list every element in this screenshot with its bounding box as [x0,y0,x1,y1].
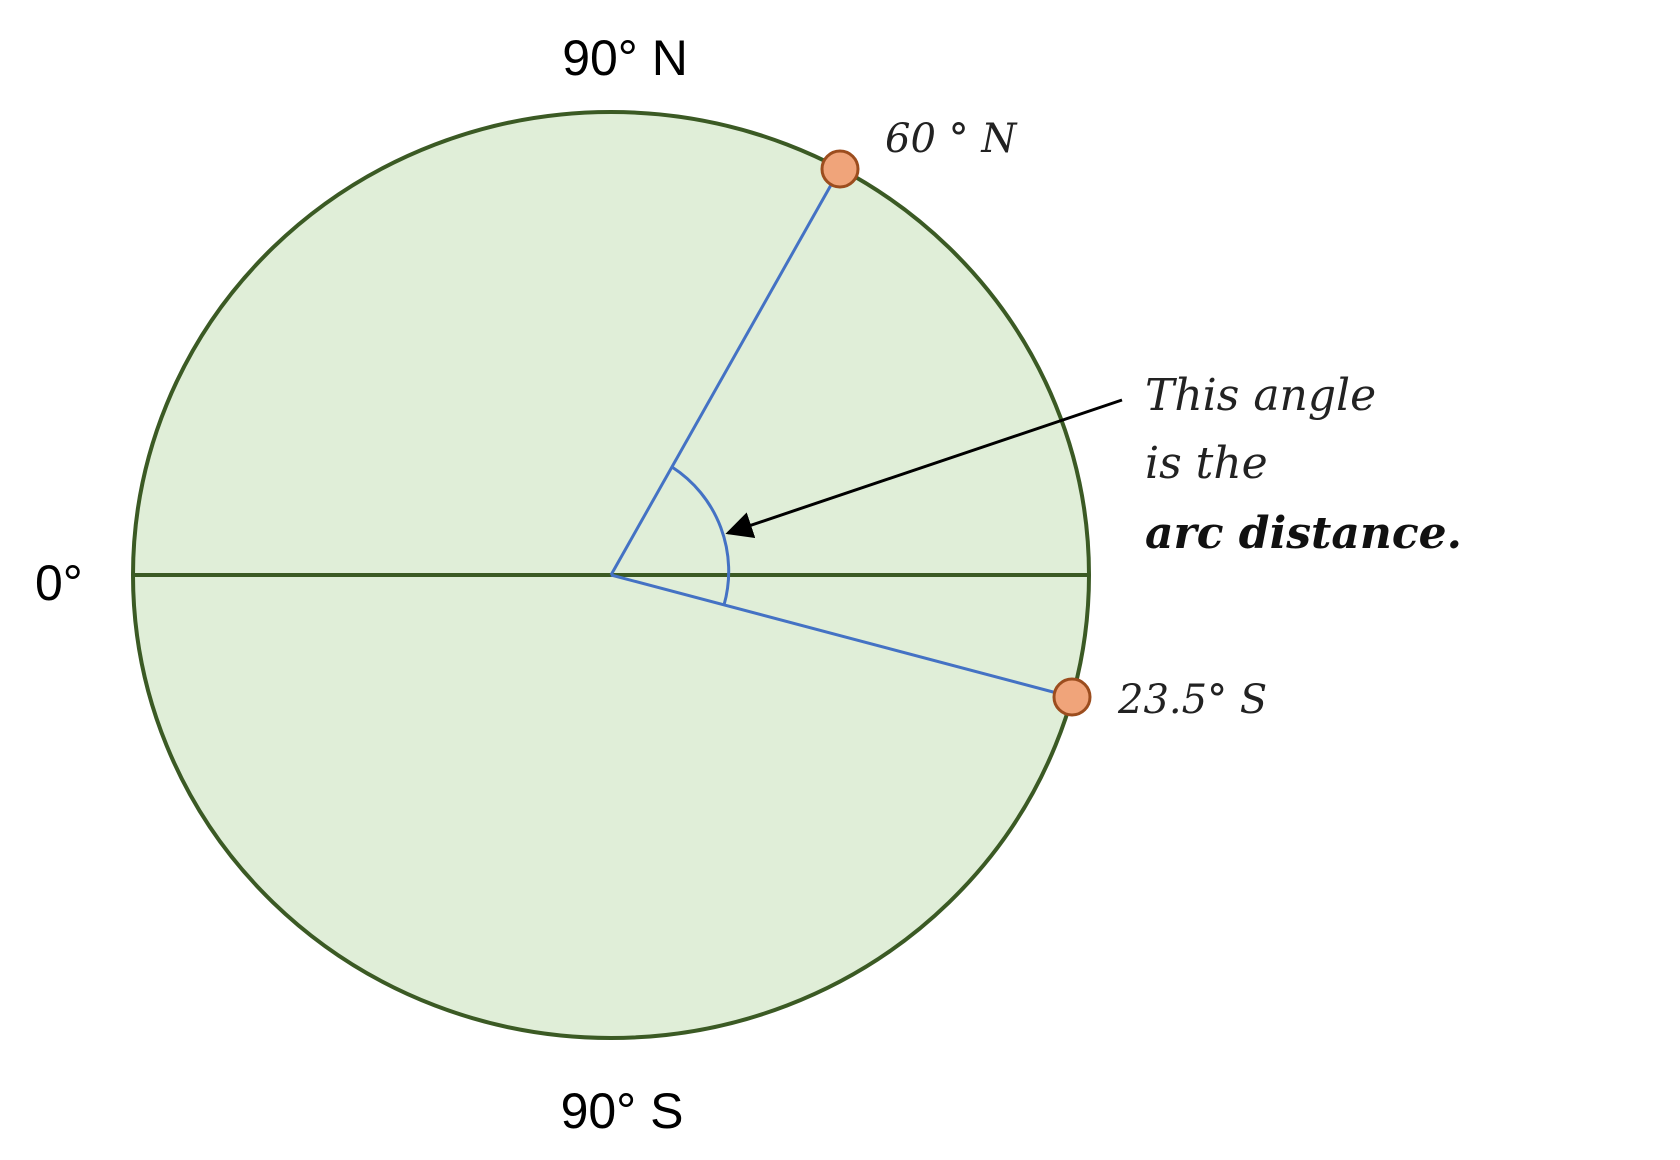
radius-line-60n [609,168,842,576]
radius-line-23-5s [610,573,1073,699]
annotation-line-1: This angle [1145,370,1376,421]
north-pole-label: 90° N [562,30,688,86]
annotation-line-2: is the [1145,438,1268,489]
south-pole-label: 90° S [561,1083,684,1139]
equator-label: 0° [35,555,83,611]
point-23-5s [1052,677,1092,717]
point-label-23-5s: 23.5° S [1117,677,1267,723]
annotation-arrow [725,398,1123,539]
angle-arc [671,465,731,606]
annotation-line-3: arc distance. [1145,508,1462,559]
point-60n [820,149,860,189]
point-label-60n: 60 ° N [885,116,1018,162]
